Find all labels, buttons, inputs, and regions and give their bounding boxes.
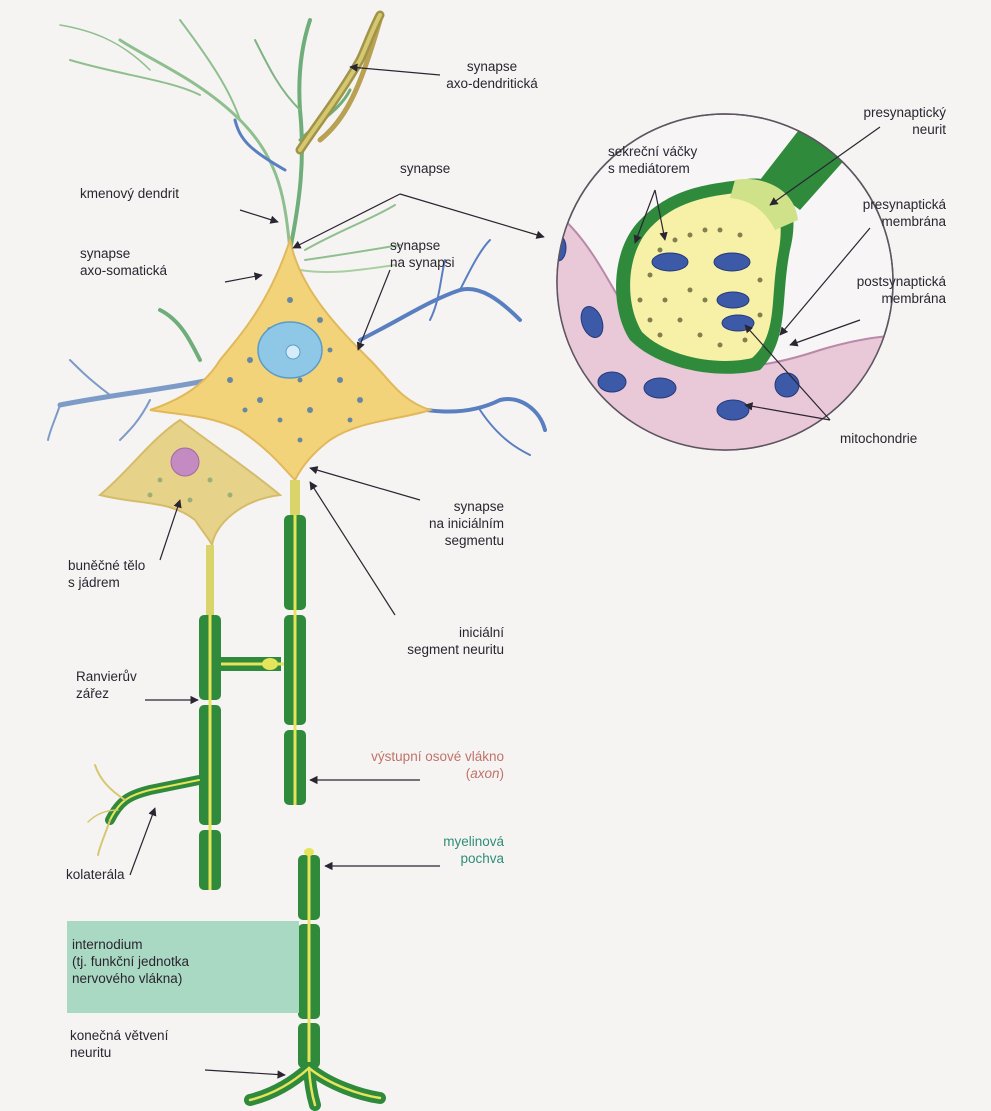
lower-axon: [298, 848, 320, 1068]
label-mitochondrie: mitochondrie: [840, 430, 917, 447]
label-kolaterala: kolaterála: [66, 866, 125, 883]
second-nucleus: [171, 448, 199, 476]
label-vystupni-vlakno: výstupní osové vlákno (axon): [318, 748, 504, 782]
label-kmenovy-dendrit: kmenový dendrit: [80, 185, 179, 202]
main-axon: [284, 480, 306, 805]
nucleolus: [286, 345, 300, 359]
axon-bridge: [221, 657, 290, 671]
label-synapse: synapse: [400, 160, 450, 177]
left-axon: [199, 545, 221, 890]
collateral: [88, 765, 199, 855]
